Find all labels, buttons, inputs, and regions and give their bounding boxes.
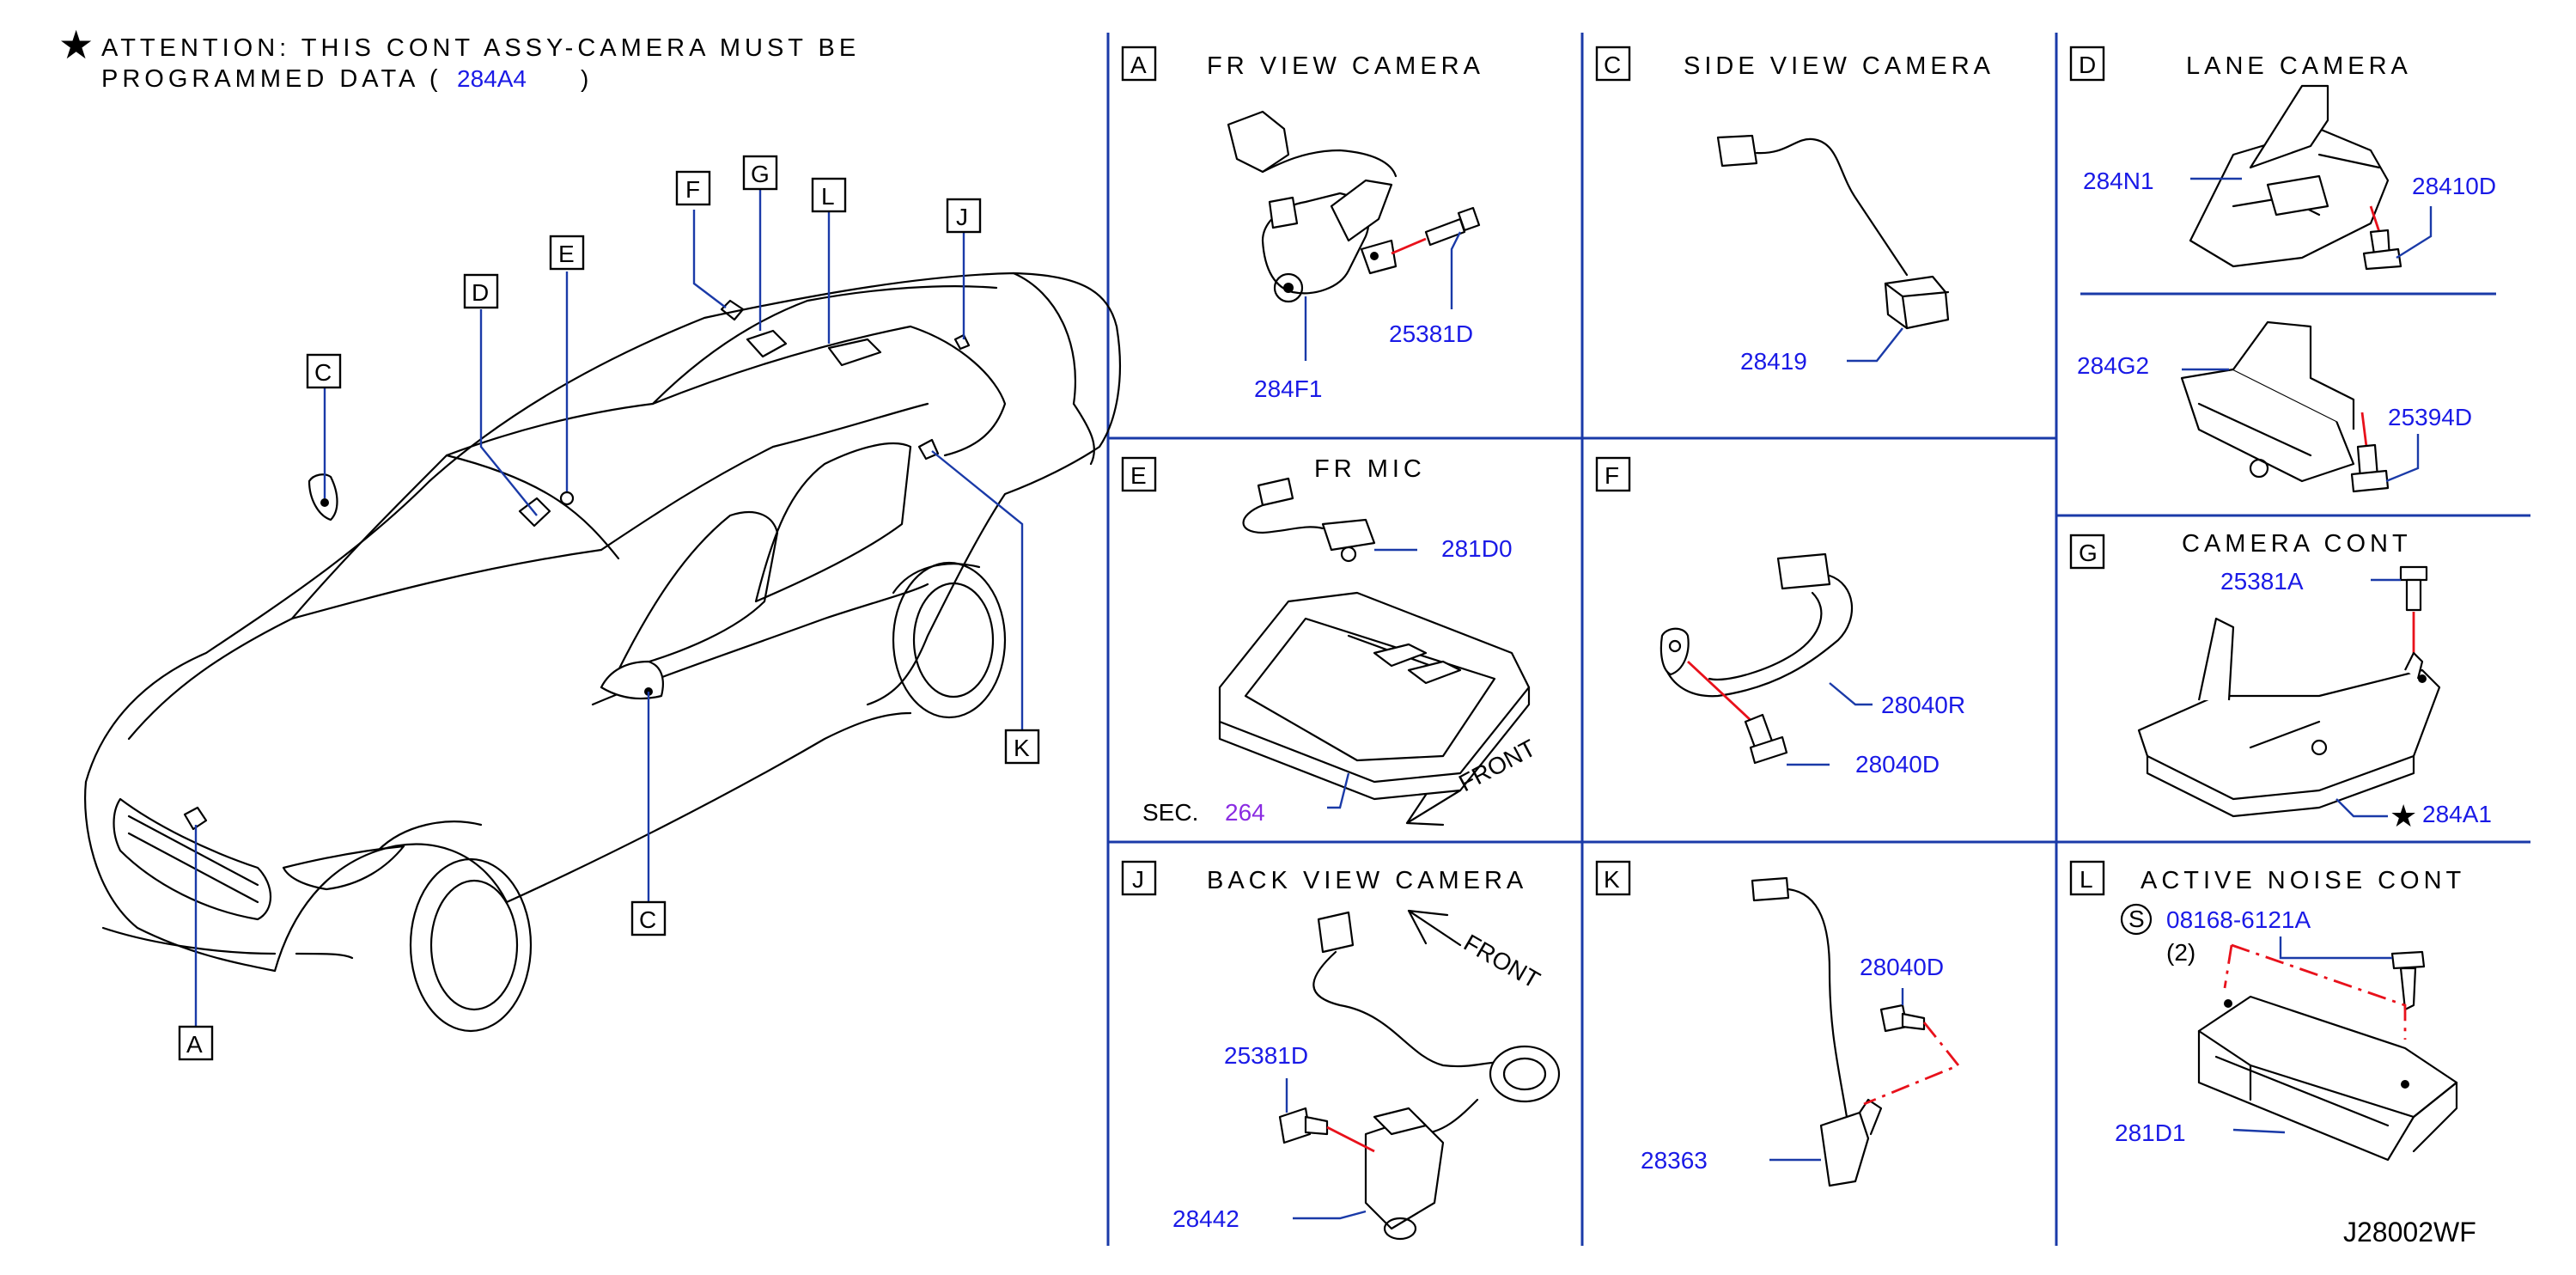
panel-k-letter-box (1595, 860, 1631, 896)
panel-j-letter: J (1132, 866, 1144, 893)
panel-k: K 28040D 28363 (1595, 860, 1961, 1187)
part-25381d-a[interactable]: 25381D (1389, 320, 1473, 347)
svg-text:C: C (314, 359, 332, 386)
part-281d0[interactable]: 281D0 (1441, 535, 1513, 562)
part-25394d[interactable]: 25394D (2388, 404, 2472, 430)
panel-d-letter: D (2079, 52, 2096, 78)
star-icon-g: ★ (2390, 798, 2417, 833)
attention-close: ) (581, 65, 588, 92)
panel-l: L ACTIVE NOISE CONT S 08168-6121A (2) 28… (2069, 860, 2465, 1162)
section-ref-264[interactable]: 264 (1225, 799, 1265, 826)
attention-line1: ATTENTION: THIS CONT ASSY-CAMERA MUST BE (101, 34, 860, 62)
panel-d: D LANE CAMERA 284N1 28410D 284G2 25394D (2069, 46, 2496, 493)
panel-e-title: FR MIC (1314, 455, 1426, 483)
part-28040d-k[interactable]: 28040D (1860, 954, 1944, 980)
overview-leaders (194, 189, 1024, 1027)
callout-box-d[interactable]: D (463, 273, 499, 309)
panel-e: E FR MIC 281D0 SEC. 264 FRONT (1121, 455, 1540, 827)
svg-text:J: J (956, 204, 968, 230)
callout-box-c-top[interactable]: C (306, 353, 342, 389)
callout-box-f[interactable]: F (675, 170, 711, 206)
part-28442[interactable]: 28442 (1172, 1205, 1239, 1232)
panel-j-letter-box (1121, 860, 1157, 896)
panel-f-letter-box (1595, 456, 1631, 492)
svg-text:G: G (751, 161, 770, 187)
panel-f: F 28040R 28040D (1595, 456, 1965, 778)
part-284g2[interactable]: 284G2 (2077, 352, 2149, 379)
panel-g-letter: G (2079, 540, 2098, 566)
panel-l-letter-box (2069, 860, 2105, 896)
panel-g: G CAMERA CONT 25381A ★ 284A1 (2069, 530, 2492, 833)
part-28410d[interactable]: 28410D (2412, 173, 2496, 199)
car-overview-illustration (84, 271, 1121, 1033)
qty-label: (2) (2166, 939, 2195, 966)
panel-e-letter: E (1130, 462, 1147, 489)
panel-c-letter-box (1595, 46, 1631, 82)
panel-grid (1106, 33, 2530, 1246)
overview-callouts: C D E F G L J K (178, 155, 1040, 1061)
panel-a-letter-box (1121, 46, 1157, 82)
attention-line2: PROGRAMMED DATA ( (101, 65, 442, 93)
sec-label: SEC. (1142, 799, 1198, 826)
svg-text:A: A (186, 1031, 203, 1058)
svg-text:L: L (821, 183, 835, 210)
part-284a1[interactable]: 284A1 (2422, 801, 2492, 827)
panel-a-title: FR VIEW CAMERA (1207, 52, 1484, 80)
panel-d-title: LANE CAMERA (2186, 52, 2412, 80)
star-icon: ★ (58, 22, 94, 67)
callout-box-k[interactable]: K (1004, 729, 1040, 765)
panel-a: A FR VIEW CAMERA 25381D 284F1 (1121, 46, 1484, 402)
panel-g-letter-box (2069, 534, 2105, 570)
panel-g-title: CAMERA CONT (2182, 530, 2412, 558)
svg-text:C: C (639, 906, 656, 933)
callout-box-l[interactable]: L (811, 177, 847, 213)
panel-a-letter: A (1130, 52, 1147, 78)
attention-note: ★ ATTENTION: THIS CONT ASSY-CAMERA MUST … (58, 22, 860, 93)
svg-text:E: E (558, 241, 575, 267)
panel-c: C SIDE VIEW CAMERA 28419 (1595, 46, 1994, 375)
part-28040r[interactable]: 28040R (1881, 692, 1965, 718)
part-284f1[interactable]: 284F1 (1254, 375, 1322, 402)
part-281d1[interactable]: 281D1 (2115, 1119, 2186, 1146)
panel-j: J BACK VIEW CAMERA FRONT 25381D 28442 (1121, 860, 1561, 1241)
callout-box-j[interactable]: J (946, 198, 982, 234)
callout-box-c-bottom[interactable]: C (630, 900, 667, 936)
panel-c-title: SIDE VIEW CAMERA (1684, 52, 1994, 80)
svg-text:F: F (685, 176, 700, 203)
panel-k-letter: K (1604, 866, 1620, 893)
part-08168-6121a[interactable]: 08168-6121A (2166, 906, 2311, 933)
panel-l-title: ACTIVE NOISE CONT (2141, 867, 2465, 894)
callout-box-a[interactable]: A (178, 1025, 214, 1061)
panel-c-letter: C (1604, 52, 1621, 78)
part-25381d-j[interactable]: 25381D (1224, 1042, 1308, 1069)
panel-j-title: BACK VIEW CAMERA (1207, 867, 1527, 894)
svg-text:D: D (472, 279, 489, 306)
front-label-j: FRONT (1459, 929, 1544, 993)
attention-code[interactable]: 284A4 (457, 65, 527, 92)
callout-box-g[interactable]: G (742, 155, 778, 191)
part-28040d-f[interactable]: 28040D (1855, 751, 1940, 778)
s-mark-icon (2120, 903, 2153, 936)
panel-f-letter: F (1605, 462, 1619, 489)
part-28419[interactable]: 28419 (1740, 348, 1807, 375)
drawing-code: J28002WF (2343, 1217, 2476, 1248)
panel-d-letter-box (2069, 46, 2105, 82)
callout-box-e[interactable]: E (549, 235, 585, 271)
panel-l-letter: L (2080, 866, 2093, 893)
part-28363[interactable]: 28363 (1641, 1147, 1708, 1174)
s-mark-letter: S (2128, 906, 2145, 932)
part-25381a[interactable]: 25381A (2220, 568, 2304, 595)
svg-text:K: K (1014, 735, 1030, 761)
panel-e-letter-box (1121, 456, 1157, 492)
part-284n1[interactable]: 284N1 (2083, 168, 2154, 194)
